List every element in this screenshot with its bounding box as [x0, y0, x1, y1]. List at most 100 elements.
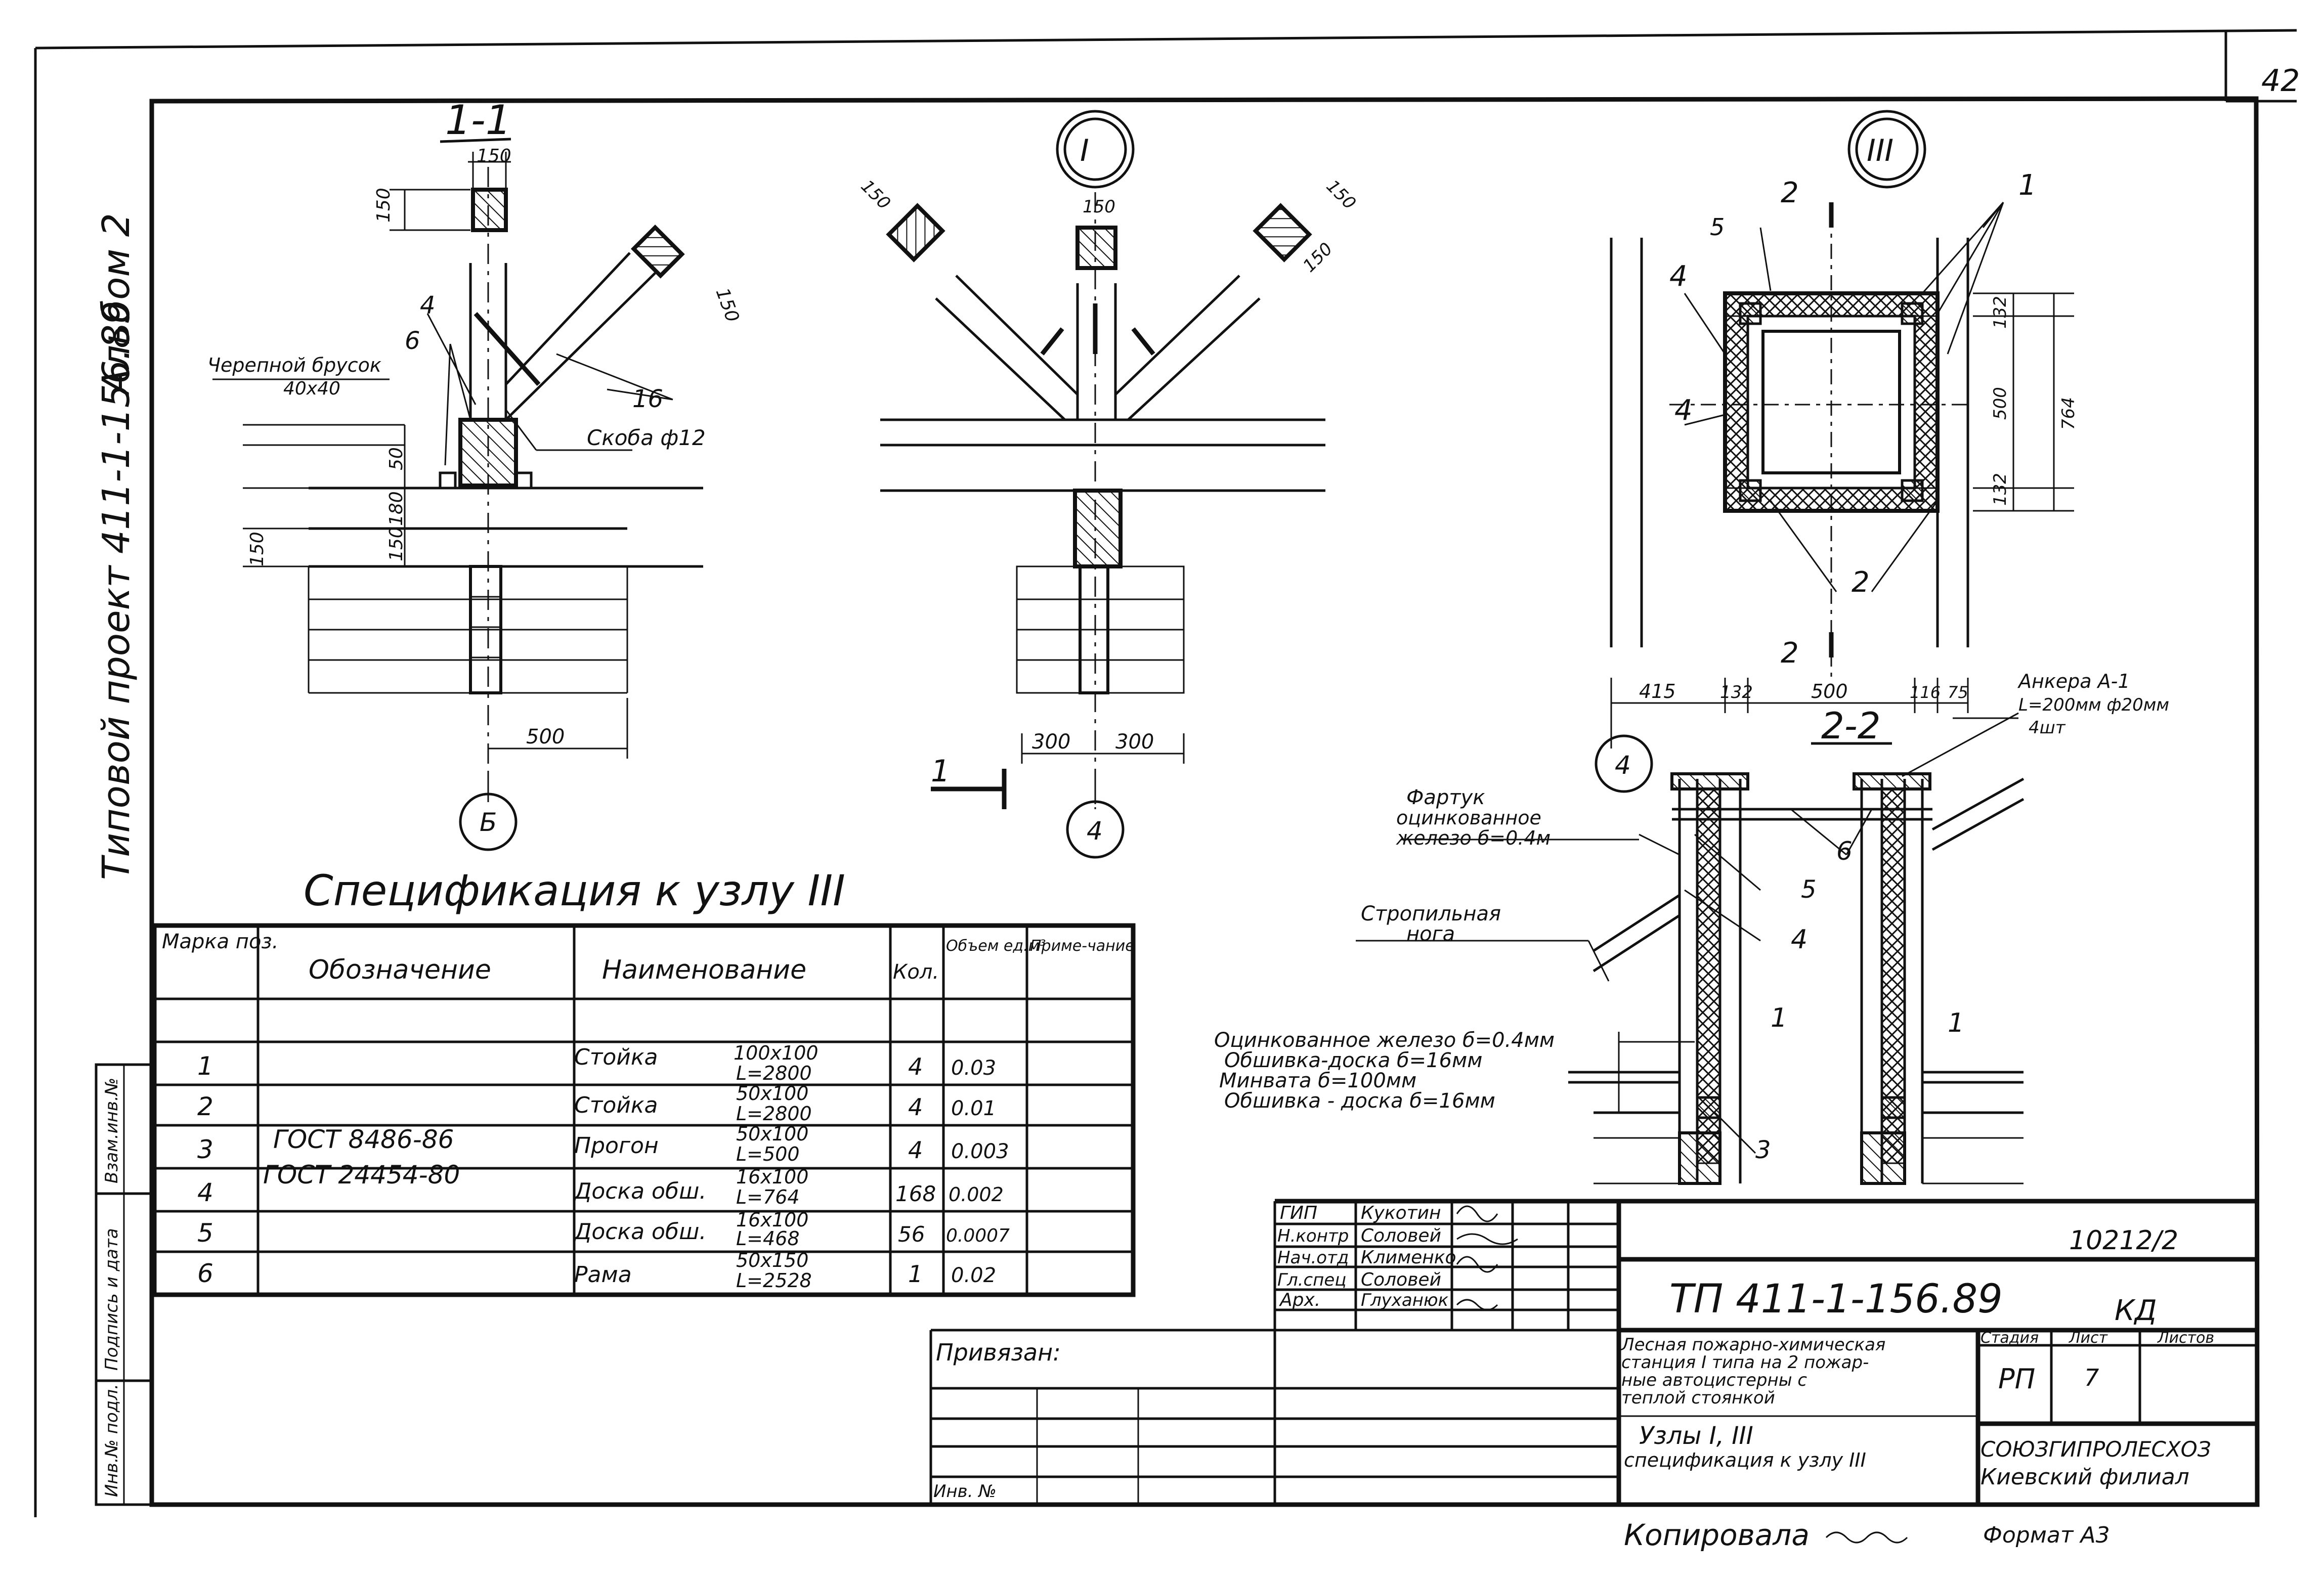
leader-22-1b: 1	[1948, 1008, 1964, 1038]
strip-signature: Подпись и дата	[102, 1228, 122, 1371]
spec-row: 4 Доска обш. 16х100 L=764 168 0.002	[197, 1166, 1004, 1208]
layer-2: Обшивка-доска б=16мм	[1224, 1049, 1482, 1072]
spec-size: 50х100	[736, 1082, 808, 1105]
leader-22-4: 4	[1791, 925, 1807, 955]
spec-rows: 1 Стойка 100х100 L=2800 4 0.03 2 Стойка …	[197, 1042, 1010, 1292]
axis-b: Б	[480, 808, 497, 837]
dim-1-1-180: 180	[386, 491, 407, 526]
spec-pos: 2	[197, 1092, 213, 1121]
stamp-role: Нач.отд	[1277, 1248, 1349, 1268]
label-bracket: Скоба ф12	[587, 425, 706, 450]
spec-title: Спецификация к узлу III	[304, 866, 845, 915]
leader-n3-2section: 2	[1781, 637, 1799, 670]
section-2-2-title: 2-2	[1821, 705, 1881, 747]
leader-1-1-6: 6	[405, 327, 420, 355]
dim-n3-116: 116	[1910, 683, 1941, 702]
anchor-label: Анкера А-1	[2017, 670, 2130, 692]
section-mark-1: 1	[931, 754, 950, 789]
dim-node1-right2: 150	[1299, 239, 1337, 276]
dim-node1-left: 150	[857, 176, 894, 213]
stamp-binding: Привязан:	[936, 1339, 1061, 1366]
leader-n3-1: 1	[2018, 169, 2037, 202]
spec-size: 50х100	[736, 1123, 808, 1145]
stamp-sheet: 7	[2084, 1364, 2099, 1391]
leader-n3-2top: 2	[1781, 177, 1799, 209]
spec-pos: 3	[197, 1135, 213, 1164]
apron-thickness: железо б=0.4м	[1396, 827, 1551, 849]
dim-n3-132: 132	[1720, 682, 1753, 702]
spec-row: 3 Прогон 50х100 L=500 4 0.003	[197, 1123, 1009, 1165]
apron-material: оцинкованное	[1396, 807, 1541, 829]
stamp-role: ГИП	[1280, 1203, 1317, 1223]
spec-size: 16х100	[736, 1209, 808, 1231]
spec-h-designation: Обозначение	[309, 955, 491, 985]
leader-n3-2bot: 2	[1852, 566, 1870, 599]
stamp-roles: ГИП Кукотин Н.контр Соловей Нач.отд Клим…	[1277, 1203, 1456, 1310]
dim-n3-415: 415	[1639, 680, 1676, 702]
leader-n3-4mid: 4	[1674, 394, 1693, 427]
spec-size: 100х100	[734, 1042, 819, 1064]
leader-1-1-4: 4	[420, 291, 436, 320]
dim-n3-75: 75	[1948, 683, 1968, 702]
spec-size: 50х150	[736, 1249, 808, 1271]
spec-name: Доска обш.	[573, 1178, 706, 1204]
spec-name: Рама	[574, 1262, 632, 1288]
spec-vol: 0.01	[951, 1097, 996, 1120]
layer-4: Обшивка - доска б=16мм	[1224, 1089, 1495, 1113]
stamp-name: Глуханюк	[1361, 1290, 1449, 1310]
rafter-label: Стропильная	[1361, 902, 1501, 926]
spec-len: L=764	[736, 1186, 800, 1208]
dim-n3-764: 764	[2058, 397, 2079, 430]
spec-qty: 168	[895, 1181, 936, 1206]
node-1-title: I	[1080, 133, 1089, 168]
spec-row: 1 Стойка 100х100 L=2800 4 0.03	[197, 1042, 996, 1084]
stamp-org-2: Киевский филиал	[1981, 1464, 2189, 1490]
section-1-1-title: 1-1	[445, 97, 511, 144]
leader-1-1-16: 16	[632, 385, 663, 413]
node-3-title: III	[1867, 133, 1893, 168]
spec-pos: 6	[197, 1259, 213, 1288]
copier-signature	[1825, 1531, 1908, 1544]
spec-vol: 0.02	[951, 1264, 996, 1287]
spec-qty: 56	[898, 1222, 925, 1247]
left-strip	[95, 1063, 153, 1506]
sheet-number: 42	[2261, 63, 2300, 99]
spec-qty: 4	[908, 1136, 923, 1164]
dim-1-1-150b: 150	[247, 532, 268, 566]
stamp-role: Гл.спец	[1277, 1270, 1346, 1290]
spec-pos: 1	[197, 1051, 213, 1081]
stamp-role: Арх.	[1279, 1290, 1320, 1310]
dim-1-1-top: 150	[477, 146, 511, 166]
spec-designation-1: ГОСТ 8486-86	[273, 1125, 454, 1154]
stamp-mark: КД	[2115, 1294, 2157, 1327]
spec-qty: 4	[908, 1053, 923, 1080]
spec-row: 6 Рама 50х150 L=2528 1 0.02	[197, 1249, 996, 1292]
stamp-object-1: Лесная пожарно-химическая	[1620, 1335, 1885, 1355]
sheet-frame	[34, 29, 2297, 1517]
stamp-stage: РП	[1998, 1363, 2035, 1395]
spec-h-note: Приме-чание	[1030, 937, 1135, 955]
anchor-count: 4шт	[2029, 718, 2066, 738]
spec-vol: 0.0007	[946, 1225, 1010, 1246]
dim-n3-500: 500	[1990, 387, 2010, 420]
stamp-org-1: СОЮЗГИПРОЛЕСХОЗ	[1981, 1437, 2211, 1462]
stamp-name: Соловей	[1361, 1269, 1441, 1290]
archive-no: 10212/2	[2069, 1225, 2178, 1256]
strip-replace-inv: Взам.инв.№	[102, 1078, 122, 1183]
anchor-size: L=200мм ф20мм	[2018, 695, 2169, 715]
spec-qty: 4	[908, 1093, 923, 1121]
stamp-inv: Инв. №	[933, 1481, 997, 1502]
dim-1-1-150: 150	[386, 526, 407, 561]
format-label: Формат А3	[1983, 1522, 2110, 1548]
spec-len: L=2800	[736, 1103, 812, 1125]
leader-22-3: 3	[1755, 1136, 1771, 1164]
spec-name: Стойка	[574, 1092, 658, 1118]
stamp-name: Соловей	[1361, 1225, 1441, 1246]
spec-h-pos: Марка поз.	[162, 930, 278, 953]
album-label: Альбом 2	[95, 213, 138, 397]
stamp-signatures	[1456, 1205, 1518, 1311]
axis-4-node3: 4	[1615, 751, 1631, 780]
stamp-stage-header: Стадия	[1981, 1329, 2039, 1347]
stamp-object-4: теплой стоянкой	[1621, 1388, 1775, 1408]
dim-1-1-500: 500	[526, 725, 565, 749]
